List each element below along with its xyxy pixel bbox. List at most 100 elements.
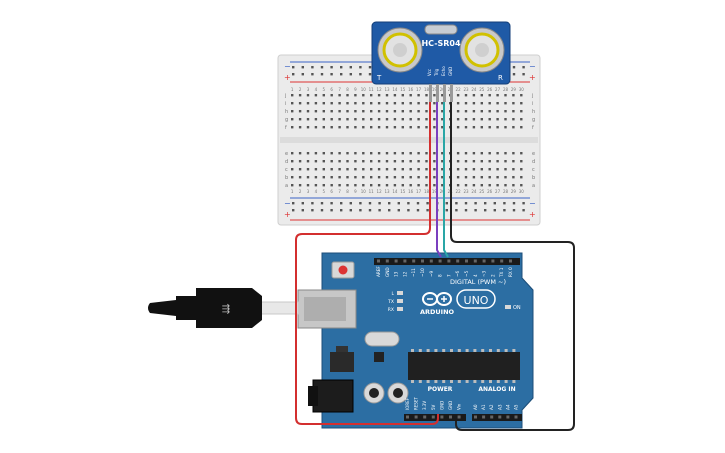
column-number: 8	[346, 87, 349, 92]
column-number: 19	[432, 189, 438, 194]
rail-minus-bottom-right: −	[529, 199, 536, 208]
column-number: 24	[471, 87, 477, 92]
column-number: 28	[503, 189, 509, 194]
row-letter: f	[285, 125, 287, 131]
column-number: 23	[463, 189, 469, 194]
row-letter: j	[531, 93, 533, 99]
digital-pin-label: 8	[438, 274, 443, 277]
analog-header	[472, 414, 522, 421]
row-letter: d	[285, 159, 288, 165]
column-number: 14	[392, 189, 398, 194]
column-number: 29	[511, 189, 517, 194]
row-letter: h	[532, 109, 535, 115]
power-header	[404, 414, 466, 421]
column-number: 25	[479, 189, 485, 194]
usb-cable: ⇶	[148, 288, 299, 328]
rail-minus-top-left: −	[284, 62, 291, 71]
column-number: 11	[369, 189, 375, 194]
power-pin-label: GND	[448, 401, 453, 410]
status-led	[397, 299, 403, 303]
status-led	[397, 307, 403, 311]
column-number: 7	[338, 87, 341, 92]
model-badge	[456, 289, 496, 309]
column-number: 22	[456, 87, 462, 92]
digital-pin-label: 12	[402, 271, 407, 277]
column-number: 2	[299, 189, 302, 194]
sensor-pin-label: Trig	[434, 68, 439, 77]
row-letter: i	[285, 101, 286, 107]
wire-vcc	[295, 102, 439, 425]
status-led	[397, 291, 403, 295]
column-number: 16	[408, 189, 414, 194]
column-number: 10	[361, 87, 367, 92]
column-number: 9	[354, 87, 357, 92]
led-label: L	[391, 291, 394, 297]
rail-minus-top-right: −	[529, 62, 536, 71]
row-letter: d	[532, 159, 535, 165]
column-number: 13	[384, 87, 390, 92]
analog-pin-label: A5	[514, 404, 519, 410]
column-number: 24	[471, 189, 477, 194]
row-letter: a	[285, 183, 288, 189]
digital-pin-label: 2	[490, 274, 495, 277]
row-letter: a	[532, 183, 535, 189]
row-letter: j	[284, 93, 286, 99]
transducer-right	[459, 27, 505, 73]
rail-minus-bottom-left: −	[284, 199, 291, 208]
digital-header	[374, 258, 520, 265]
row-letter: g	[285, 117, 288, 123]
column-number: 9	[354, 189, 357, 194]
column-number: 20	[440, 189, 446, 194]
column-number: 4	[315, 87, 318, 92]
digital-pin-label: ~6	[455, 270, 460, 277]
voltage-regulator	[330, 352, 354, 372]
digital-pin-label: 13	[394, 271, 399, 277]
digital-label: DIGITAL (PWM ~)	[450, 278, 506, 286]
column-number: 28	[503, 87, 509, 92]
wire-gnd	[450, 102, 575, 431]
led-label: TX	[387, 299, 394, 305]
led-label: RX	[388, 307, 394, 313]
digital-pin-label: 4	[473, 274, 478, 277]
row-letter: e	[285, 151, 288, 157]
column-number: 18	[424, 87, 430, 92]
sensor-pin-label: Vcc	[427, 69, 432, 76]
digital-pin-label: ~10	[420, 268, 425, 277]
digital-pin-label: ~9	[429, 270, 434, 277]
row-letter: g	[532, 117, 535, 123]
on-led	[505, 305, 511, 309]
column-number: 13	[384, 189, 390, 194]
row-letter: h	[285, 109, 288, 115]
column-numbers-top: 1234567891011121314151617181920212223242…	[291, 87, 524, 92]
sensor-corner-left: T	[376, 74, 382, 82]
rail-plus-bottom-right: +	[529, 210, 536, 219]
column-number: 26	[487, 189, 493, 194]
reset-button-cap[interactable]	[338, 265, 348, 275]
rail-plus-bottom-left: +	[284, 210, 291, 219]
column-number: 5	[323, 87, 326, 92]
transducer-left	[377, 27, 423, 73]
analog-pin-label: A1	[481, 404, 486, 410]
column-number: 23	[463, 87, 469, 92]
column-number: 27	[495, 189, 501, 194]
brand-label: ARDUINO	[420, 308, 455, 316]
column-number: 17	[416, 87, 422, 92]
wire-trig	[436, 102, 442, 258]
column-number: 14	[392, 87, 398, 92]
usb-symbol-icon: ⇶	[222, 303, 230, 315]
column-number: 5	[323, 189, 326, 194]
sensor-pins	[429, 84, 453, 102]
sensor-pin-label: GND	[448, 67, 453, 76]
column-number: 15	[400, 189, 406, 194]
column-number: 30	[519, 189, 525, 194]
analog-pin-label: A2	[489, 404, 494, 410]
row-letter: c	[532, 167, 535, 173]
sensor-label: HC-SR04	[421, 39, 461, 48]
column-number: 27	[495, 87, 501, 92]
column-number: 1	[291, 189, 294, 194]
